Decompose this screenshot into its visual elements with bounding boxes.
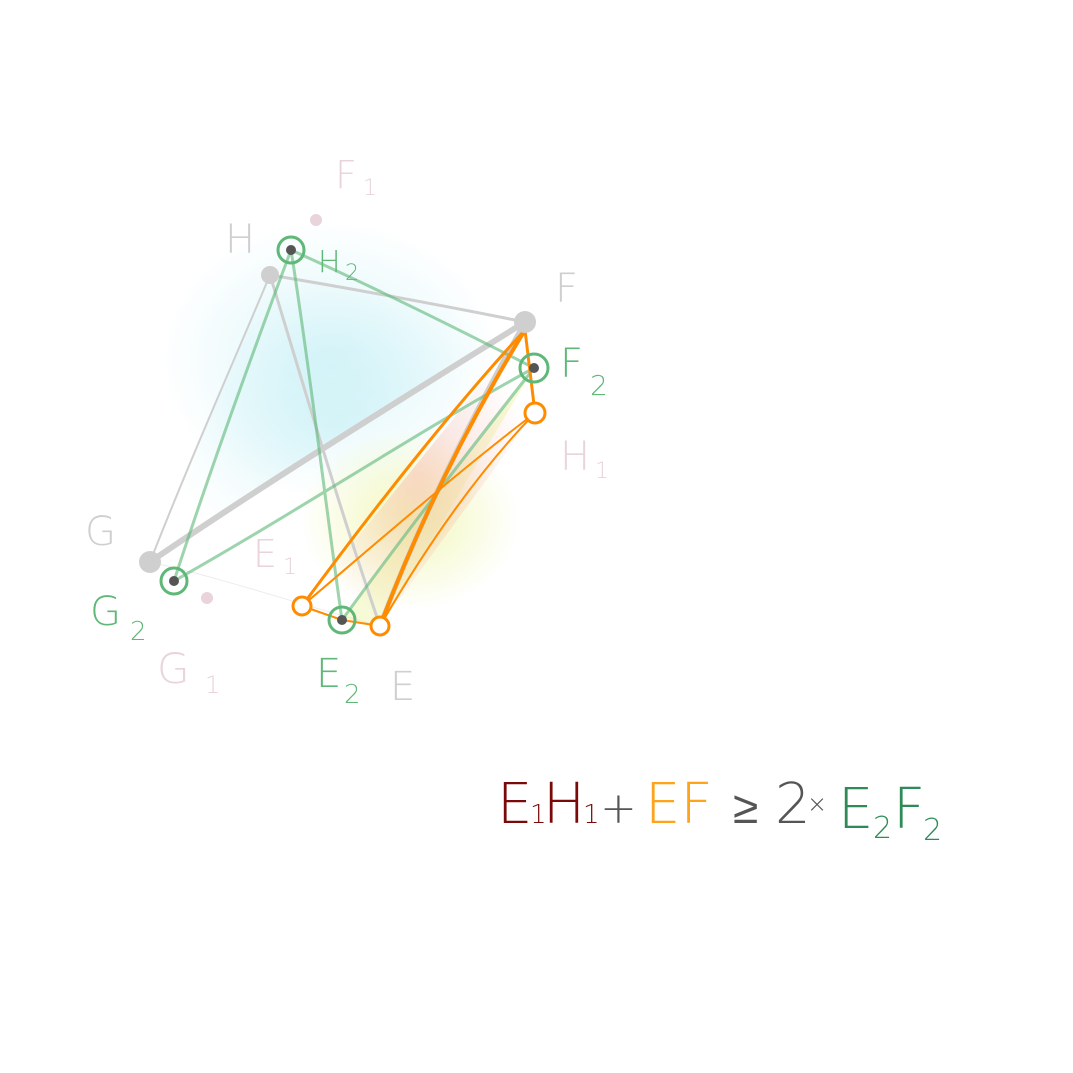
labels-green: H 2 F 2 G 2 E 2 [90,245,608,710]
formula-plus: + [600,783,637,834]
point-H [261,266,279,284]
point-E2-ring [327,605,357,635]
cyan-wash-blob [160,220,500,500]
green-vertices [159,235,550,635]
formula-geq: ≥ [733,780,758,834]
point-G1 [201,592,213,604]
labels-faint: F 1 H 1 E 1 G 1 [157,153,609,699]
formula-E2-sub: 2 [873,811,892,846]
orange-figure [291,328,547,637]
orange-edge-3 [301,412,536,607]
shaded-faces [150,220,535,626]
label-F: F [555,266,578,312]
formula-times: × [807,790,827,818]
formula-two: 2 [775,772,811,837]
label-F2-sub: 2 [590,369,608,402]
point-H2 [286,245,296,255]
orange-point-E [369,615,391,637]
orange-point-E1prime [291,595,313,617]
faint-points [201,214,322,604]
orange-edge-2 [378,328,527,628]
label-H2: H [318,245,341,280]
point-F2-ring [518,352,550,384]
label-H: H [225,217,255,263]
label-E1: E [253,532,277,576]
edge-HG [149,274,271,563]
point-G [139,551,161,573]
label-F2: F [560,341,583,387]
label-F1: F [335,153,357,197]
edge-H2E2 [289,248,344,622]
label-G1: G [157,644,190,693]
label-G1-sub: 1 [205,671,220,699]
formula-F2: F [893,777,925,842]
label-E1-sub: 1 [283,555,297,580]
label-G2: G [90,589,121,635]
label-H2-sub: 2 [345,261,359,286]
formula-F2-sub: 2 [923,813,942,848]
gray-vertices [139,266,536,573]
point-E2 [337,615,347,625]
formula-H1-sub: 1 [583,800,600,830]
edge-HF [268,273,527,324]
point-G2-ring [159,566,189,596]
point-G2 [169,576,179,586]
point-F2 [529,363,539,373]
formula: E 1 H 1 + EF ≥ 2 × E 2 F 2 [497,772,942,848]
label-E: E [390,664,415,710]
pink-face [302,330,535,626]
edge-FG [147,319,528,565]
label-H1-sub: 1 [595,459,609,484]
formula-EF: EF [645,772,713,837]
orange-edge-4 [379,412,536,627]
label-G: G [85,509,116,555]
labels-gray: H F G E [85,217,578,710]
orange-edge-1 [300,328,527,608]
point-F1 [310,214,322,226]
label-E2-sub: 2 [344,680,361,710]
edge-H2G2 [172,248,293,583]
formula-H1: H [543,772,585,837]
formula-E2: E [838,777,873,842]
label-H1: H [560,434,590,480]
label-G2-sub: 2 [130,617,147,647]
formula-E1: E [497,772,532,837]
formula-E1-sub: 1 [530,800,547,830]
point-F [514,311,536,333]
orange-point-H1 [523,401,547,425]
point-H2-ring [276,235,306,265]
orange-edge-5 [523,328,537,415]
label-F1-sub: 1 [363,176,377,201]
label-E2: E [316,651,341,697]
